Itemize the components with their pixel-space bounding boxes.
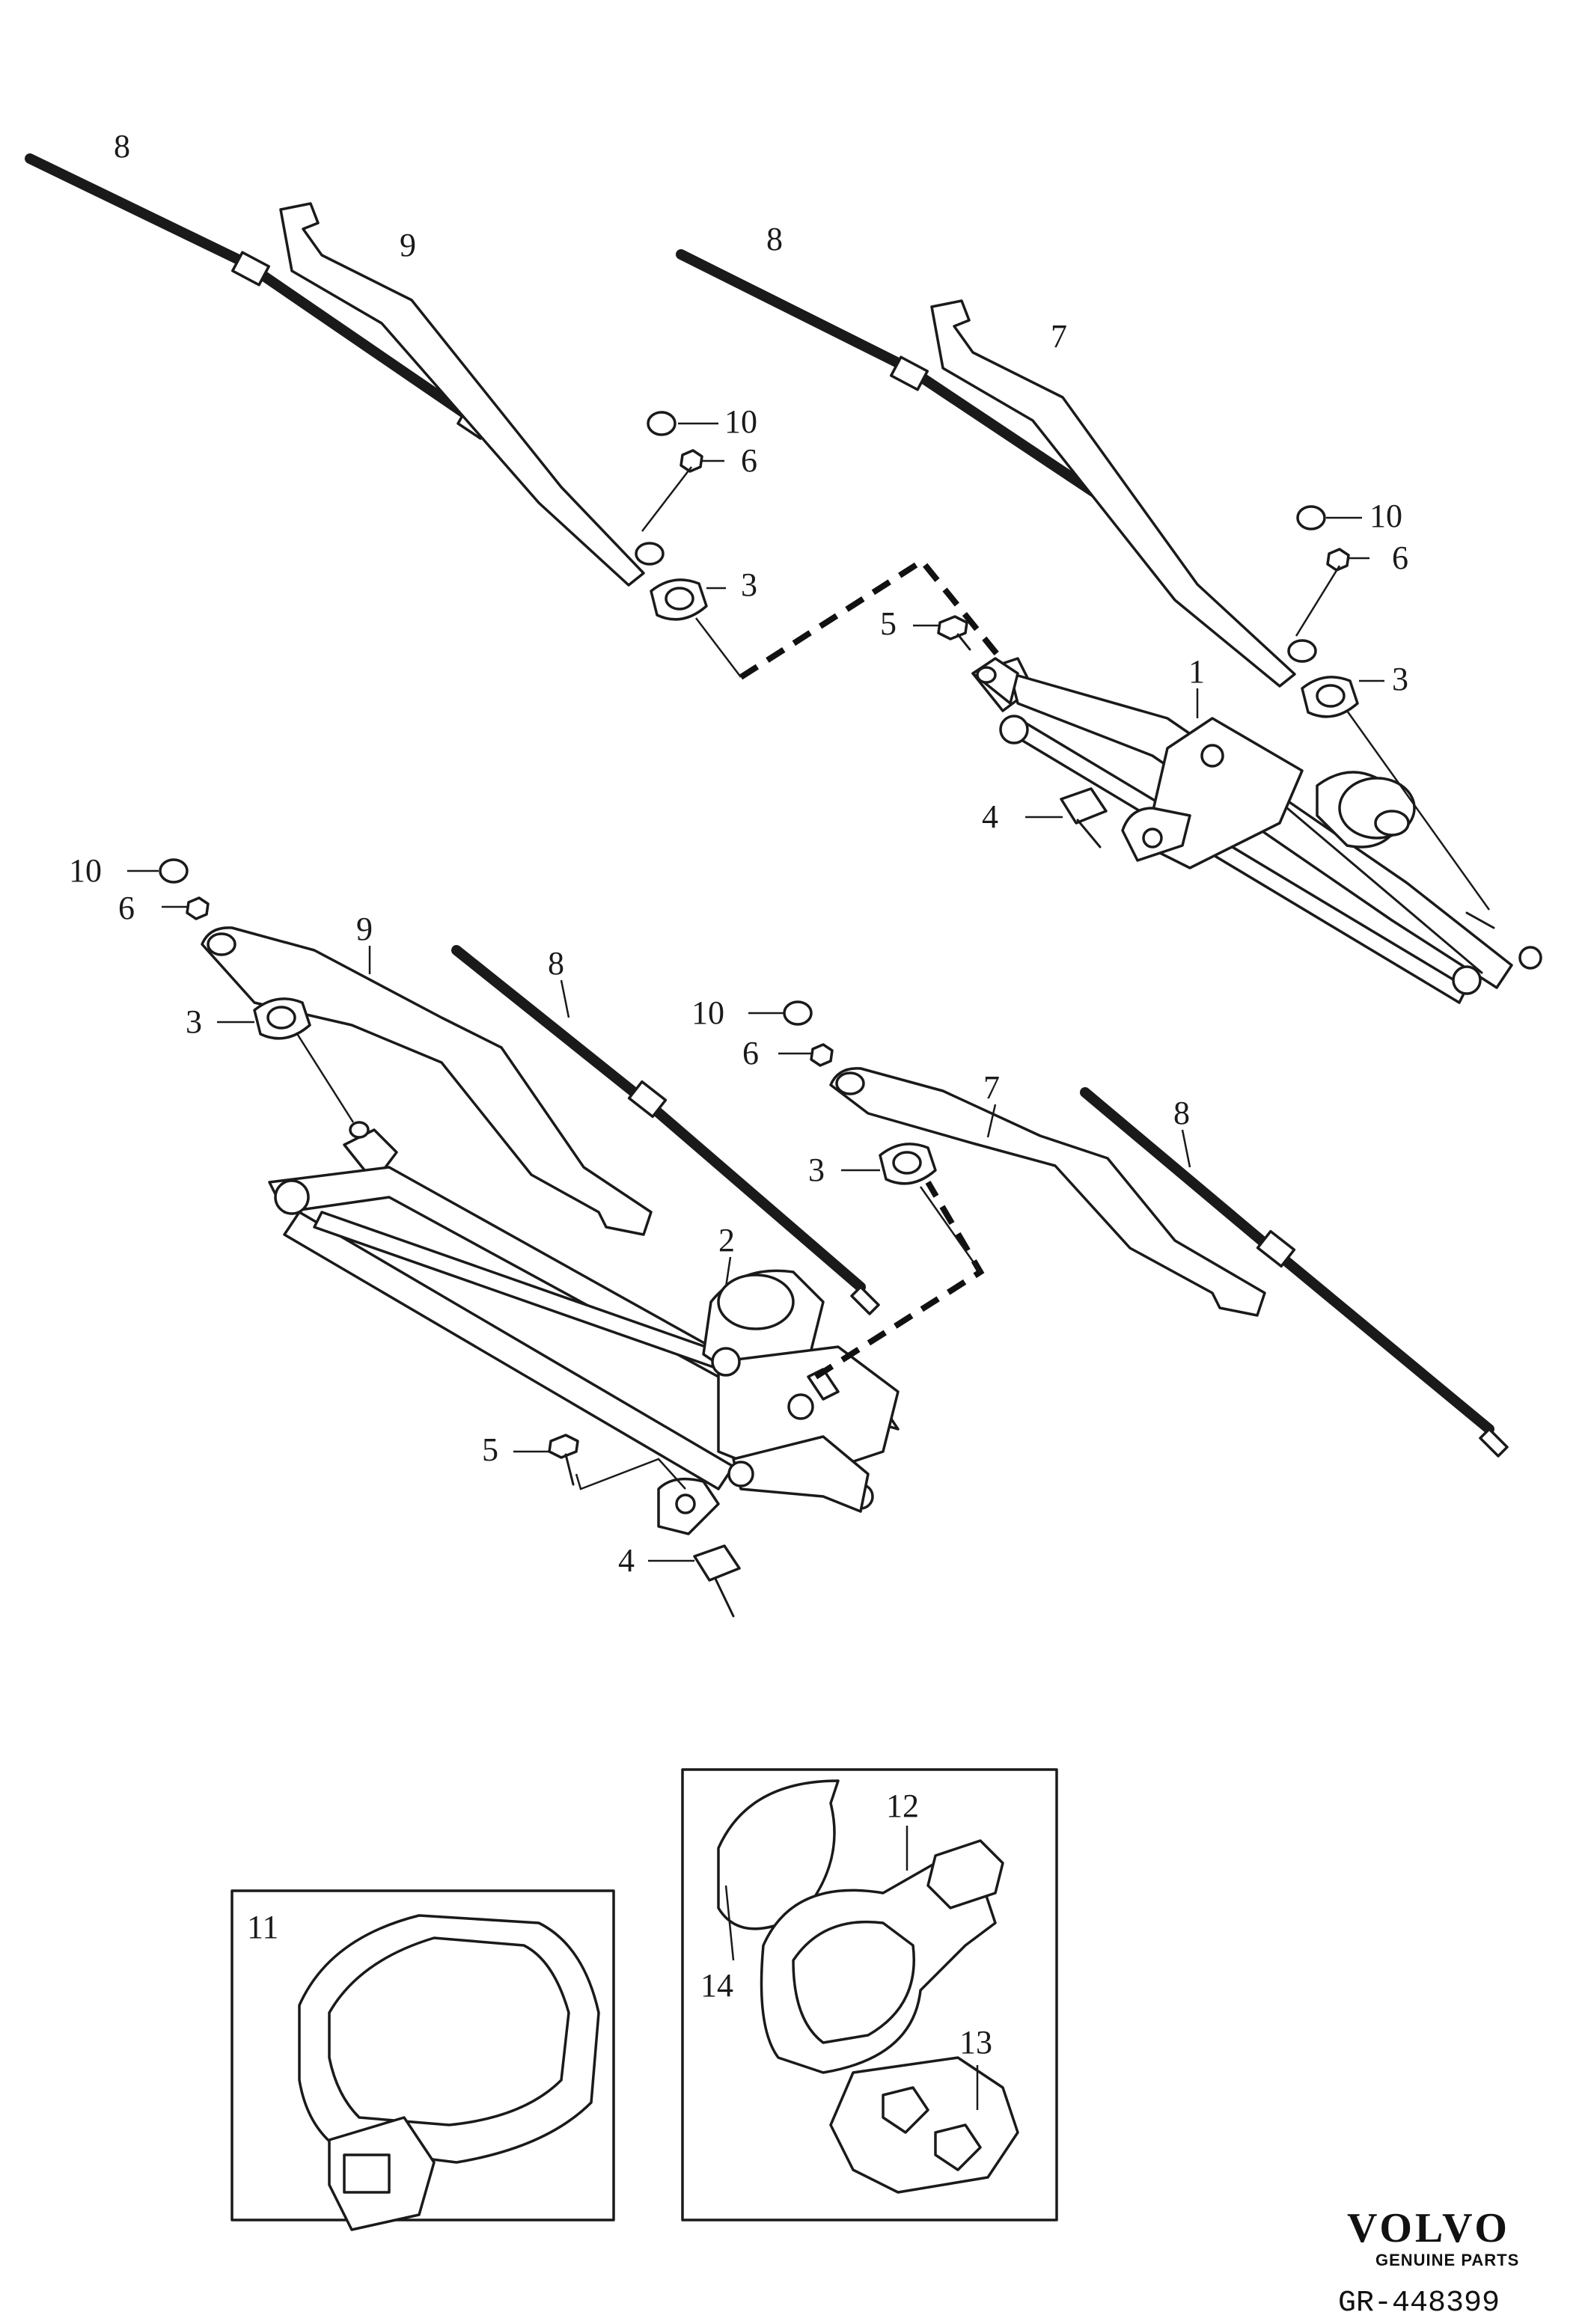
callout-14: 14 — [700, 1967, 733, 2004]
wiper-arm-7-lower-right — [829, 1067, 1266, 1317]
callout-11: 11 — [247, 1909, 278, 1945]
leader-3a-down — [695, 617, 742, 678]
callout-6-upper-right: 6 — [1392, 539, 1408, 576]
sensor-box-11 — [230, 1889, 615, 2231]
callout-9-lower-left: 9 — [356, 911, 373, 947]
nut-6-upper-left — [680, 449, 703, 473]
reference-number: GR-448399 — [1338, 2287, 1500, 2320]
leader-3d-down — [919, 1186, 982, 1273]
leader-2 — [724, 1256, 732, 1288]
wiper-blade-8-lower-right — [1080, 1087, 1509, 1458]
callout-13: 13 — [959, 2024, 992, 2061]
callout-7-upper-right: 7 — [1051, 318, 1067, 355]
grommet-3-upper-left — [650, 578, 708, 621]
leader-7b — [986, 1104, 997, 1138]
callout-2: 2 — [718, 1222, 735, 1259]
callout-3-upper-left: 3 — [741, 566, 757, 603]
callout-4-lower: 4 — [618, 1542, 635, 1579]
callout-10-upper-right: 10 — [1369, 498, 1402, 534]
callout-6-lower-left: 6 — [118, 890, 135, 926]
callout-4-upper: 4 — [982, 798, 998, 835]
callout-10-lower-left: 10 — [69, 852, 102, 889]
callout-8-lower-right: 8 — [1173, 1095, 1190, 1131]
callout-3-lower-right: 3 — [808, 1152, 825, 1188]
callout-5-lower: 5 — [482, 1431, 498, 1468]
wiper-linkage-motor-2 — [268, 1121, 900, 1535]
callout-3-lower-left: 3 — [186, 1003, 202, 1040]
grommet-3-lower-left — [253, 997, 311, 1040]
wiper-blade-8-lower-middle — [451, 945, 880, 1315]
callout-12: 12 — [886, 1788, 919, 1824]
leader-3b-down — [1346, 710, 1491, 911]
washer-10-lower-left — [159, 858, 189, 884]
callout-9-upper-left: 9 — [400, 227, 416, 263]
wiper-arm-9-upper-left — [279, 202, 665, 587]
grommet-3-upper-right — [1301, 676, 1359, 718]
callout-7-lower-right: 7 — [983, 1069, 1000, 1106]
clip-4-lower — [693, 1544, 741, 1618]
wiper-arm-7-upper-right — [930, 299, 1317, 688]
leader-3c-down — [295, 1032, 355, 1123]
washer-10-upper-right — [1296, 505, 1326, 530]
genuine-parts-text: GENUINE PARTS — [1375, 2251, 1519, 2269]
wiper-blade-8-upper-left — [25, 153, 488, 440]
callout-6-upper-left: 6 — [741, 442, 757, 479]
leader-8d — [1181, 1129, 1191, 1168]
nut-6-lower-right — [810, 1043, 834, 1067]
volvo-logo-text: VOLVO — [1347, 2205, 1510, 2251]
leader-6a-to-arm — [641, 466, 692, 532]
callout-8-upper-middle: 8 — [766, 221, 783, 257]
callout-10-upper-left: 10 — [724, 403, 757, 440]
nut-6-lower-left — [186, 896, 210, 920]
callout-8-upper-left: 8 — [114, 128, 130, 165]
wiper-blade-8-upper-middle — [676, 249, 1154, 543]
callout-10-lower-right: 10 — [691, 994, 724, 1031]
leader-5b-to-bracket — [575, 1458, 686, 1490]
clip-4-upper — [1060, 787, 1108, 848]
bolt-5-lower — [548, 1434, 579, 1486]
leader-6b-to-arm — [1295, 565, 1341, 637]
washer-10-lower-right — [783, 1000, 813, 1026]
wiper-arm-9-lower-left — [201, 926, 653, 1236]
callout-1: 1 — [1188, 653, 1205, 690]
callout-8-lower-middle: 8 — [548, 945, 564, 982]
callout-6-lower-right: 6 — [742, 1035, 759, 1071]
wiper-linkage-motor-1 — [971, 657, 1542, 1004]
sensor-box-12-14 — [681, 1768, 1058, 2221]
callout-5-upper: 5 — [880, 605, 897, 642]
callout-3-upper-right: 3 — [1392, 661, 1408, 697]
bolt-5-upper — [937, 615, 971, 651]
nut-6-upper-right — [1326, 548, 1350, 572]
washer-10-upper-left — [647, 411, 677, 436]
dashed-connection-upper — [739, 557, 1010, 680]
grommet-3-lower-right — [879, 1143, 937, 1185]
leader-8c — [560, 979, 570, 1018]
